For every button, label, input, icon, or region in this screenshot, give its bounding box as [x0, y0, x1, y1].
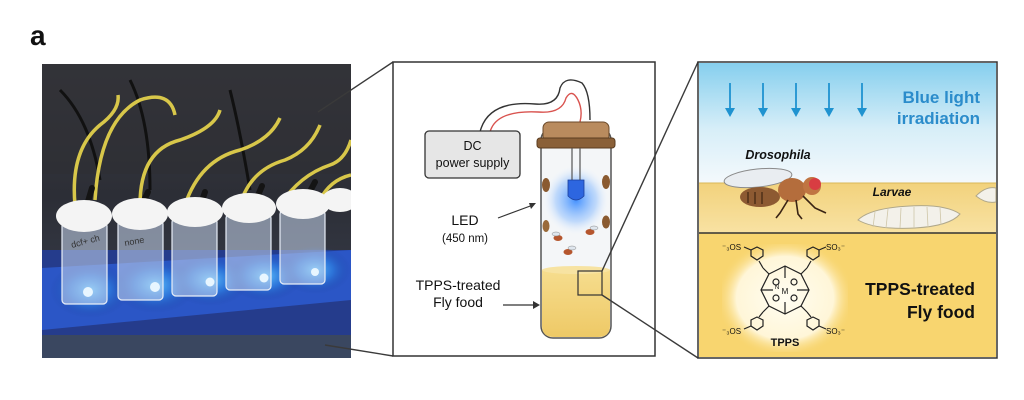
fly-vial — [536, 121, 616, 339]
power-supply-label-line1: DC — [463, 139, 481, 153]
tpps-molecule-label: TPPS — [771, 337, 800, 349]
photo-tubes — [61, 209, 326, 305]
sulfonate-bottom-left: ⁻₃OS — [722, 327, 741, 336]
tube-label-2: none — [124, 235, 145, 248]
metal-center-label: M — [782, 287, 789, 296]
tpps-molecule: M N ⁻₃OS SO₃⁻ ⁻₃OS SO₃⁻ TPPS — [722, 243, 848, 352]
apparatus-food-label-line2: Fly food — [433, 294, 483, 310]
sulfonate-top-right: SO₃⁻ — [826, 243, 845, 252]
led-wavelength-label: (450 nm) — [442, 233, 488, 245]
power-wires — [479, 79, 591, 133]
zoom-lines-1 — [317, 61, 394, 357]
photo-panel: dcf+ ch none — [42, 64, 351, 358]
blue-light-label-line2: irradiation — [897, 109, 980, 128]
apparatus-food-label-group: TPPS-treated Fly food — [416, 277, 540, 310]
larvae-label: Larvae — [873, 185, 912, 199]
nitrogen-label: N — [775, 284, 780, 291]
closeup-food-label-line1: TPPS-treated — [865, 279, 975, 299]
power-supply-label-line2: power supply — [436, 156, 510, 170]
fly-illustration — [723, 167, 827, 220]
larva-illustration — [857, 187, 997, 229]
led-label-group: LED (450 nm) — [442, 203, 536, 245]
sulfonate-bottom-right: SO₃⁻ — [826, 327, 845, 336]
yellow-cables — [72, 94, 351, 206]
zoom-lines-2 — [601, 61, 699, 359]
apparatus-food-label-line1: TPPS-treated — [416, 277, 501, 293]
panel-letter: a — [30, 20, 46, 51]
apparatus-panel — [392, 61, 656, 357]
cotton-plugs — [56, 188, 351, 232]
sulfonate-top-left: ⁻₃OS — [722, 243, 741, 252]
closeup-food-label-line2: Fly food — [907, 302, 975, 322]
drosophila-label: Drosophila — [745, 148, 810, 162]
power-supply-box: DC power supply — [424, 130, 521, 179]
led-label: LED — [451, 212, 478, 228]
blue-light-arrows — [725, 83, 867, 117]
blue-light-label-line1: Blue light — [903, 88, 981, 107]
